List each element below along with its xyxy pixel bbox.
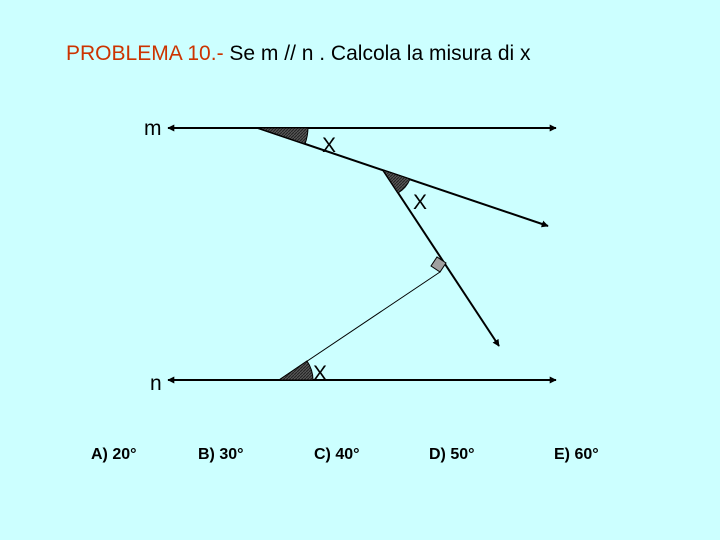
line-m-label: m bbox=[144, 117, 162, 140]
second-line bbox=[382, 169, 500, 347]
angle-label-n: X bbox=[313, 362, 327, 385]
answer-option-e[interactable]: E) 60° bbox=[554, 446, 599, 463]
angle-x-at-m bbox=[257, 127, 309, 145]
line-n-label: n bbox=[150, 372, 162, 395]
answer-option-d[interactable]: D) 50° bbox=[429, 446, 475, 463]
answer-option-c[interactable]: C) 40° bbox=[314, 446, 360, 463]
problem-statement: Se m // n . Calcola la misura di x bbox=[223, 42, 531, 65]
right-angle-mark bbox=[430, 256, 447, 273]
answer-option-b[interactable]: B) 30° bbox=[198, 446, 244, 463]
answer-option-a[interactable]: A) 20° bbox=[91, 446, 137, 463]
angle-x-at-vertex bbox=[381, 169, 411, 194]
problem-title: PROBLEMA 10.- Se m // n . Calcola la mis… bbox=[66, 42, 531, 66]
problem-number: PROBLEMA 10.- bbox=[66, 42, 224, 65]
angle-x-at-n bbox=[277, 360, 314, 381]
angle-label-m: X bbox=[322, 134, 336, 157]
angle-label-vertex: X bbox=[413, 191, 427, 214]
